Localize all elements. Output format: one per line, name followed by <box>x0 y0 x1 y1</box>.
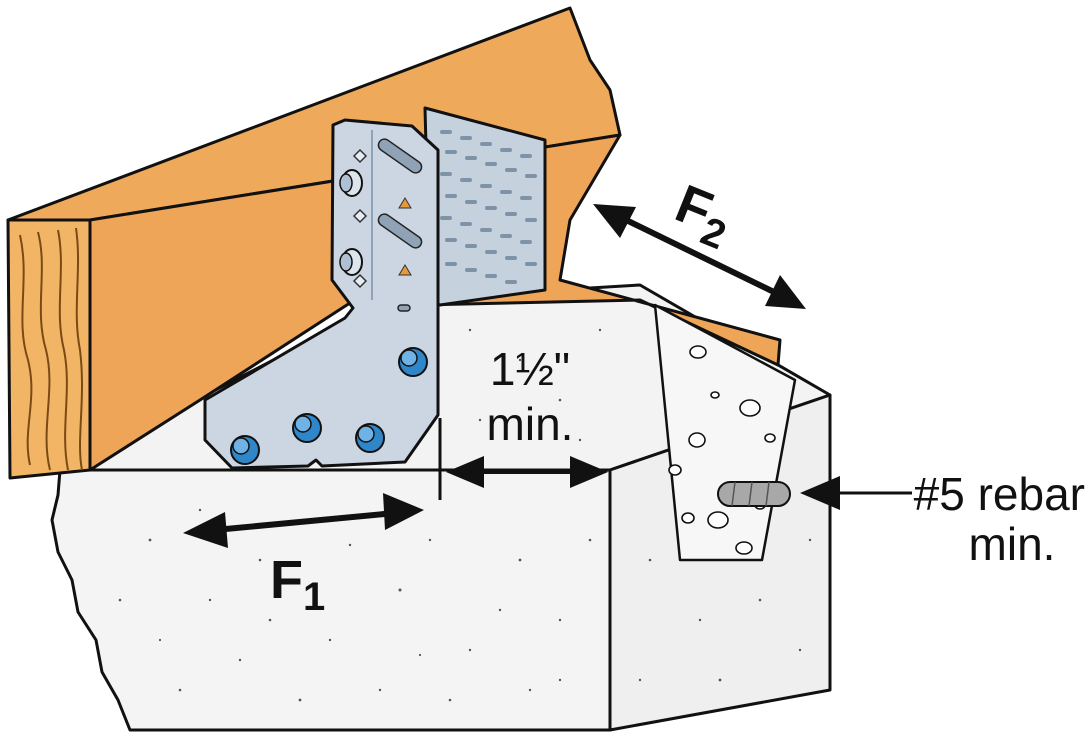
anchor-icon <box>355 423 385 453</box>
warning-triangles <box>398 197 412 276</box>
f2-arrowhead-left <box>593 204 636 238</box>
screw-icon <box>339 248 363 276</box>
perforated-plate <box>423 106 547 307</box>
force-1-subscript: 1 <box>303 575 325 619</box>
rebar-label-line2: min. <box>969 518 1056 570</box>
dimension-arrowhead-left <box>446 456 484 488</box>
connector-plate-body <box>203 118 440 470</box>
screw-icon <box>339 169 363 197</box>
rebar-callout: #5 rebar min. <box>800 468 1085 570</box>
force-1-base: F <box>270 550 303 610</box>
concrete-anchors <box>230 347 428 465</box>
force-1-label: F1 <box>270 550 325 619</box>
connector-tabs <box>352 148 368 289</box>
perforated-plate-body <box>423 106 547 307</box>
angle-connector <box>203 118 440 470</box>
edge-distance-label-line2: min. <box>487 398 574 450</box>
aggregate-stones <box>668 345 776 555</box>
concrete-texture <box>118 328 812 702</box>
beam-screws <box>339 169 363 276</box>
anchor-icon <box>230 435 260 465</box>
anchor-icon <box>398 347 428 377</box>
edge-distance-label-line1: 1½" <box>490 343 570 395</box>
concrete-front-face <box>50 468 612 732</box>
f1-arrowhead-left <box>183 512 228 548</box>
edge-distance-dimension: 1½" min. <box>438 343 608 500</box>
beam-end-grain <box>6 218 92 480</box>
rebar-label-line1: #5 rebar <box>914 468 1085 520</box>
end-grain-lines <box>19 227 83 471</box>
rebar-leader-arrowhead <box>800 476 840 510</box>
f2-arrowhead-right <box>765 275 806 309</box>
force-arrow-f1: F1 <box>183 493 424 619</box>
rebar-cutaway <box>653 303 797 562</box>
anchor-icon <box>292 413 322 443</box>
dimension-arrowhead-right <box>570 456 608 488</box>
f1-arrowhead-right <box>383 493 424 530</box>
plate-perforations <box>440 130 537 284</box>
rebar-bar <box>717 481 791 507</box>
connector-slots <box>377 138 423 312</box>
